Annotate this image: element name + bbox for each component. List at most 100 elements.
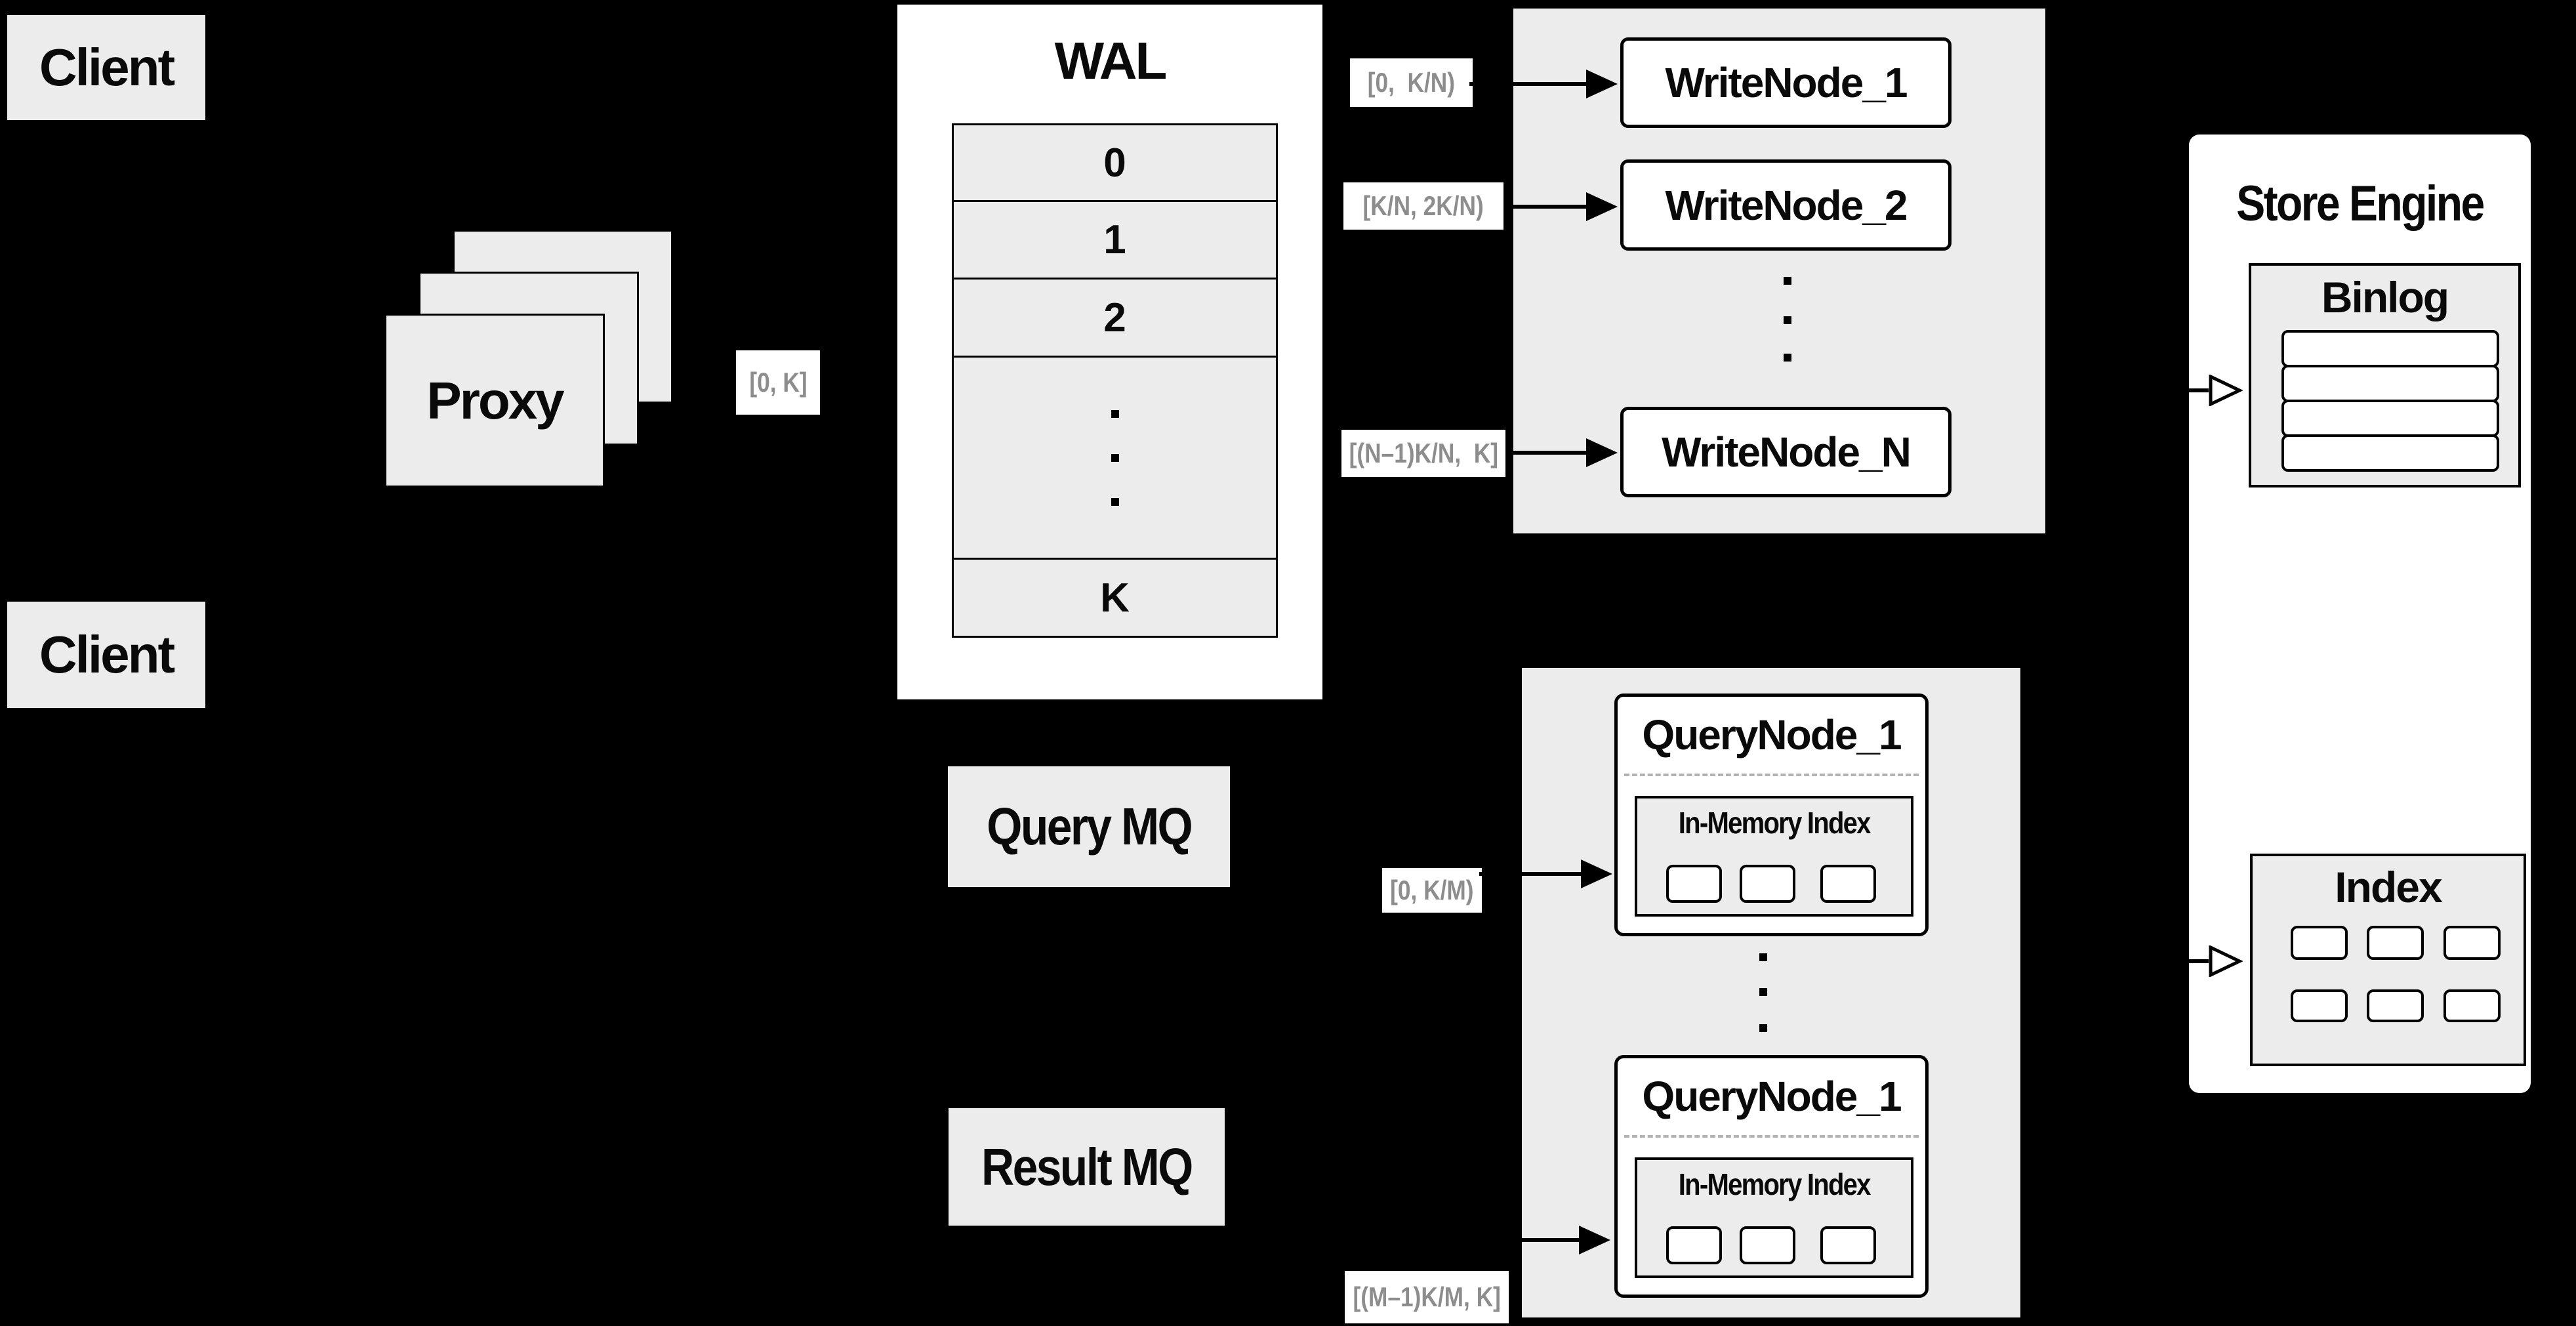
- wal-segment-1-label: 1: [1103, 217, 1126, 262]
- ellipsis-dot: [1784, 354, 1791, 362]
- arrowhead-to-writenode-n: [1586, 438, 1618, 467]
- binlog-row: [2281, 400, 2499, 437]
- in-memory-index-2-title-wrap: In-Memory Index: [1637, 1164, 1911, 1205]
- result-mq-box: Result MQ: [947, 1106, 1227, 1228]
- arrow-to-writenode-2: [1503, 205, 1586, 209]
- wal-segment-row-k: K: [952, 558, 1278, 638]
- client-box-bottom: Client: [5, 600, 207, 710]
- ellipsis-dot: [1759, 1024, 1767, 1032]
- writenode-box-n: WriteNode_N: [1620, 407, 1952, 497]
- ellipsis-dot: [1111, 453, 1119, 462]
- wal-segment-0-label: 0: [1103, 140, 1126, 186]
- index-segment-cell: [1740, 1226, 1795, 1264]
- proxy-label: Proxy: [426, 371, 564, 430]
- querynode-box-1: QueryNode_1 In-Memory Index: [1614, 694, 1929, 936]
- index-segment-cell: [2443, 926, 2501, 960]
- wal-title-wrap: WAL: [897, 30, 1322, 92]
- querynode-1-title-wrap: QueryNode_1: [1618, 707, 1925, 762]
- wal-segment-row-2: 2: [952, 278, 1278, 358]
- ellipsis-dot: [1784, 316, 1791, 324]
- writenode-box-2: WriteNode_2: [1620, 159, 1952, 251]
- writenode-2-label: WriteNode_2: [1665, 181, 1908, 229]
- ellipsis-dot: [1759, 953, 1767, 961]
- ellipsis-dot: [1759, 988, 1767, 996]
- arrow-to-store-index: [2125, 959, 2209, 963]
- query-mq-box: Query MQ: [946, 764, 1232, 889]
- arrow-to-querynode-1: [1479, 872, 1581, 876]
- range-label-write-1-text: [0, K/N): [1367, 67, 1456, 98]
- writenode-box-1: WriteNode_1: [1620, 37, 1952, 128]
- binlog-row: [2281, 365, 2499, 402]
- arrowhead-to-writenode-2: [1586, 192, 1618, 221]
- store-index-box: Index: [2250, 854, 2526, 1066]
- open-arrowhead-to-store-index: [2209, 945, 2243, 977]
- range-label-write-1: [0, K/N): [1350, 58, 1473, 107]
- range-label-proxy-wal-text: [0, K]: [748, 367, 808, 398]
- binlog-row: [2281, 330, 2499, 367]
- querynode-2-title: QueryNode_1: [1642, 1072, 1902, 1120]
- open-arrowhead-to-binlog: [2209, 375, 2243, 406]
- index-segment-cell: [2367, 926, 2424, 960]
- arrowhead-to-querynode-2: [1579, 1226, 1610, 1254]
- range-label-write-n-text: [(N–1)K/N, K]: [1349, 438, 1498, 468]
- index-segment-cell: [1666, 865, 1722, 903]
- wal-segment-row-1: 1: [952, 200, 1278, 280]
- store-engine-title: Store Engine: [2236, 175, 2485, 232]
- client-bottom-label: Client: [39, 625, 175, 684]
- range-label-query-m: [(M–1)K/M, K]: [1345, 1271, 1509, 1323]
- wal-segment-k-label: K: [1100, 575, 1130, 621]
- querynode-2-title-wrap: QueryNode_1: [1618, 1068, 1925, 1124]
- index-segment-cell: [2291, 989, 2348, 1022]
- wal-segment-2-label: 2: [1103, 295, 1126, 341]
- arrow-to-querynode-2: [1505, 1238, 1579, 1242]
- client-box-top: Client: [5, 13, 207, 122]
- wal-panel: WAL 0 1 2 K: [897, 5, 1322, 699]
- index-segment-cell: [2291, 926, 2348, 960]
- arrow-to-writenode-1: [1469, 82, 1586, 86]
- range-label-query-1: [0, K/M): [1382, 868, 1482, 913]
- index-segment-cell: [2367, 989, 2424, 1022]
- index-segment-cell: [1820, 865, 1876, 903]
- arrowhead-to-writenode-1: [1586, 70, 1618, 98]
- querynode-box-2: QueryNode_1 In-Memory Index: [1614, 1055, 1929, 1298]
- in-memory-index-2-title: In-Memory Index: [1678, 1167, 1871, 1201]
- in-memory-index-box-2: In-Memory Index: [1635, 1157, 1913, 1278]
- binlog-row-list: [2281, 330, 2499, 472]
- result-mq-label: Result MQ: [981, 1137, 1193, 1196]
- querynode-2-separator: [1624, 1135, 1919, 1138]
- arrow-to-binlog: [2125, 388, 2209, 392]
- ellipsis-dot: [1111, 409, 1119, 418]
- index-segment-cell: [1666, 1226, 1722, 1264]
- query-mq-label: Query MQ: [987, 797, 1193, 856]
- index-segment-cell: [2443, 989, 2501, 1022]
- store-engine-title-wrap: Store Engine: [2189, 171, 2531, 236]
- arrowhead-to-querynode-1: [1581, 860, 1612, 888]
- range-label-write-n: [(N–1)K/N, K]: [1341, 430, 1505, 477]
- binlog-row: [2281, 434, 2499, 472]
- range-label-proxy-wal: [0, K]: [736, 350, 820, 415]
- wal-segment-row-0: 0: [952, 123, 1278, 202]
- range-label-query-m-text: [(M–1)K/M, K]: [1353, 1281, 1501, 1312]
- store-engine-panel: Store Engine Binlog Index: [2189, 135, 2531, 1093]
- wal-segment-row-ellipsis: [952, 356, 1278, 560]
- binlog-title: Binlog: [2321, 273, 2449, 321]
- ellipsis-dot: [1784, 277, 1791, 285]
- querynode-1-title: QueryNode_1: [1642, 711, 1902, 758]
- index-segment-cell: [1740, 865, 1795, 903]
- wal-title: WAL: [1054, 31, 1168, 90]
- proxy-card-front: Proxy: [384, 314, 605, 487]
- querynode-1-separator: [1624, 774, 1919, 776]
- index-segment-cell: [1820, 1226, 1876, 1264]
- writenode-1-label: WriteNode_1: [1665, 59, 1908, 106]
- arrow-to-writenode-n: [1505, 451, 1586, 455]
- client-top-label: Client: [39, 38, 175, 96]
- store-index-title-wrap: Index: [2253, 863, 2524, 911]
- range-label-query-1-text: [0, K/M): [1390, 875, 1474, 905]
- in-memory-index-box-1: In-Memory Index: [1635, 796, 1913, 917]
- binlog-box: Binlog: [2249, 263, 2521, 487]
- writenode-n-label: WriteNode_N: [1662, 428, 1912, 476]
- wal-segment-list: 0 1 2 K: [952, 123, 1278, 638]
- range-label-write-2: [K/N, 2K/N): [1343, 182, 1503, 230]
- range-label-write-2-text: [K/N, 2K/N): [1362, 190, 1484, 221]
